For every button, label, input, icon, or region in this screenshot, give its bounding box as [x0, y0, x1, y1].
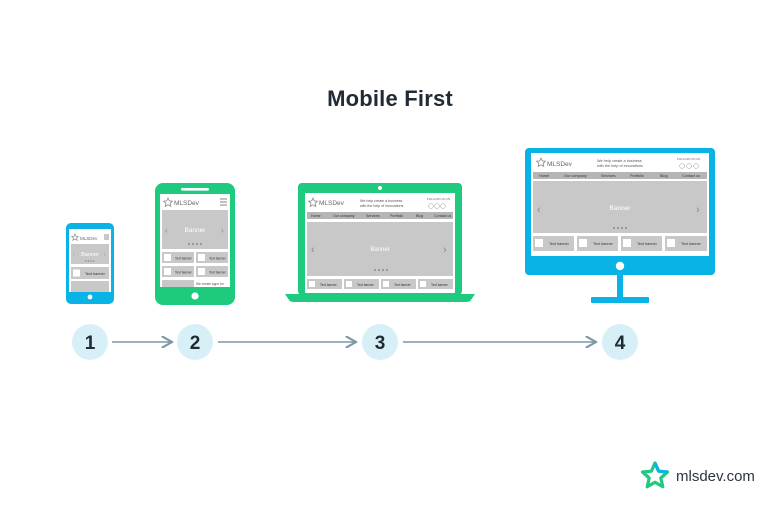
nav-item: Home — [311, 214, 321, 218]
nav-bar — [533, 172, 707, 179]
social-icons — [428, 203, 446, 209]
banner-block — [533, 181, 707, 233]
logo-text: MLSDev — [547, 161, 573, 168]
banner-block — [307, 222, 453, 276]
nav-item: Portfolio — [630, 174, 644, 178]
tile-label: Text banner — [209, 271, 227, 275]
nav-item: Home — [539, 174, 549, 178]
star-logo-icon — [162, 197, 174, 208]
social-icons — [679, 163, 699, 169]
carousel-dots — [374, 269, 388, 271]
text-banner-tile — [71, 267, 109, 279]
step-number: 1 — [85, 333, 96, 354]
tile-label: Text banner — [320, 283, 338, 287]
nav-item: Portfolio — [390, 214, 403, 218]
chevron-right-icon: › — [104, 252, 106, 258]
carousel-dots — [188, 243, 202, 245]
text-banner-tile — [71, 281, 109, 292]
page-title: Mobile First — [327, 86, 453, 111]
banner-label: Banner — [81, 252, 99, 258]
banner-label: Banner — [370, 247, 389, 253]
chevron-left-icon: ‹ — [537, 204, 541, 216]
tile-label: Text banner — [681, 242, 702, 246]
device-phone-large: MLSDev Banner ‹ › Text banner Text banne… — [155, 183, 235, 305]
chevron-left-icon: ‹ — [311, 244, 315, 256]
star-logo-icon — [307, 197, 319, 208]
step-number: 2 — [190, 333, 201, 354]
tile-label: Text banner — [394, 283, 412, 287]
follow-label: FOLLOW US ON — [427, 197, 450, 201]
chevron-right-icon: › — [443, 244, 447, 256]
brand-logo[interactable]: mlsdev.com — [640, 460, 755, 492]
step-3: 3 — [362, 324, 398, 360]
tile-label: Text banner — [175, 257, 193, 261]
device-phone-small: MLSDev Banner ‹ › Text banner — [66, 223, 114, 304]
step-number: 3 — [375, 333, 386, 354]
tile-label: Text banner — [549, 242, 570, 246]
banner-label: Banner — [185, 227, 207, 234]
logo-text: MLSDev — [174, 200, 200, 207]
nav-bar — [307, 212, 453, 219]
step-2: 2 — [177, 324, 213, 360]
tile-label: Text banner — [593, 242, 614, 246]
banner-label: Banner — [610, 205, 632, 212]
chevron-left-icon: ‹ — [73, 252, 75, 258]
step-4: 4 — [602, 324, 638, 360]
star-logo-icon — [535, 157, 547, 168]
star-logo-icon — [70, 233, 80, 241]
follow-label: FOLLOW US ON — [677, 157, 700, 161]
tile-label: Text banner — [431, 283, 449, 287]
banner-block — [162, 210, 228, 249]
tile-label: Text banner — [637, 242, 658, 246]
nav-item: Our company — [333, 214, 355, 218]
tile-label: Text banner — [85, 272, 106, 276]
tagline-1: We help create a business — [360, 199, 402, 203]
nav-item: Services — [366, 214, 380, 218]
nav-item: Services — [601, 174, 616, 178]
carousel-dots — [85, 260, 95, 262]
logo-text: MLSDev — [80, 236, 98, 241]
mlsdev-star-logo-icon — [640, 461, 670, 489]
step-1: 1 — [72, 324, 108, 360]
snippet-text: We create apps for — [196, 282, 225, 286]
tile-label: Text banner — [357, 283, 375, 287]
tagline-2: with the help of innovations — [597, 164, 643, 168]
brand-name: mlsdev.com — [676, 467, 755, 485]
logo-text: MLSDev — [319, 200, 345, 207]
chevron-left-icon: ‹ — [165, 226, 168, 235]
banner-block — [71, 244, 109, 264]
step-number: 4 — [615, 333, 626, 354]
chevron-right-icon: › — [696, 204, 700, 216]
device-laptop: MLSDev We help create a business with th… — [285, 183, 475, 302]
nav-item: Blog — [660, 174, 668, 178]
hamburger-icon — [104, 234, 109, 240]
tagline-1: We help create a business — [597, 159, 642, 163]
chevron-right-icon: › — [221, 226, 224, 235]
tagline-2: with the help of innovations — [360, 204, 404, 208]
nav-item: Contact us — [434, 214, 451, 218]
hamburger-icon — [220, 198, 227, 206]
nav-item: Blog — [416, 214, 423, 218]
tile-label: Text banner — [175, 271, 193, 275]
tile-label: Text banner — [209, 257, 227, 261]
nav-item: Contact us — [682, 174, 700, 178]
nav-item: Our company — [564, 174, 587, 178]
device-desktop: MLSDev We help create a business with th… — [525, 148, 715, 303]
carousel-dots — [613, 227, 627, 229]
